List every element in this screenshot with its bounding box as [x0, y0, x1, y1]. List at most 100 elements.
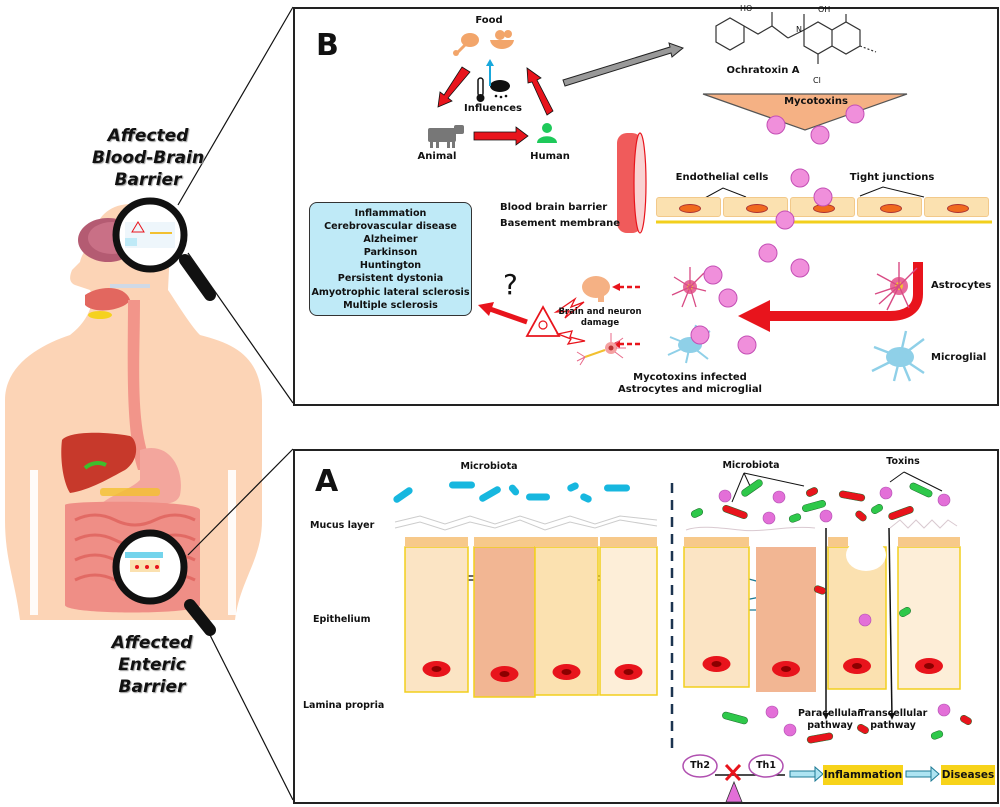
bacterium: [580, 493, 592, 503]
flow-arrow: [789, 765, 824, 783]
mucus-layer-label: Mucus layer: [310, 520, 375, 531]
bacterium: [741, 479, 763, 497]
mycotoxin-particle: [810, 125, 830, 145]
toxin-particle: [858, 613, 872, 627]
endothelial-cells-label: Endothelial cells: [675, 172, 769, 183]
mycotoxin-particle: [737, 335, 757, 355]
lamina-propria-label: Lamina propria: [303, 700, 385, 711]
affected-bbb-label: Affected Blood-Brain Barrier: [88, 125, 208, 191]
influences-label: Influences: [464, 103, 522, 114]
label-line: Affected: [111, 633, 193, 653]
diseases-box-a: Diseases: [941, 765, 995, 785]
fulcrum-icon: [725, 780, 743, 803]
human-person-icon: [537, 123, 557, 143]
disease-item: Inflammation: [354, 208, 427, 219]
microvilli-brush-border: [684, 537, 749, 547]
mycotoxin-particle: [690, 325, 710, 345]
bacterium: [722, 505, 748, 519]
panel-a-letter: A: [315, 464, 339, 499]
food-label: Food: [475, 15, 503, 26]
bacterium: [888, 506, 914, 520]
rain-cloud-icon: [490, 80, 510, 99]
astrocytes-label: Astrocytes: [931, 280, 992, 291]
bacterium: [857, 724, 869, 734]
disease-item: Persistent dystonia: [337, 273, 444, 285]
bacterium: [871, 504, 883, 514]
th2-ellipse: [682, 754, 718, 778]
disease-item: Cerebrovascular disease: [324, 221, 457, 233]
nucleus-core: [499, 671, 510, 677]
stomach-icon: [100, 448, 181, 505]
infected-astrocyte-icon: [671, 267, 707, 308]
cell-nucleus: [746, 204, 768, 213]
transcellular-arrow: [888, 527, 893, 719]
basement-membrane-label: Basement membrane: [500, 218, 621, 229]
microvilli-brush-border: [898, 537, 960, 547]
bacterium: [802, 500, 826, 512]
endothelial-cells: [656, 197, 992, 217]
disease-item: Parkinson: [363, 247, 418, 259]
th2-label: Th2: [690, 760, 710, 771]
th-balance: [682, 754, 785, 803]
th1-label: Th1: [756, 760, 776, 771]
damaged-cell-region: [846, 539, 886, 571]
nucleus-core: [781, 666, 791, 672]
astrocyte-legend-icon: [874, 262, 918, 311]
label-line: Barrier: [118, 677, 186, 697]
mycotoxin-particle: [813, 187, 833, 207]
toxin-particle: [718, 489, 732, 503]
microvilli-brush-border: [474, 537, 535, 547]
mucus-layer-left: [394, 515, 658, 525]
tight-junctions-label: Tight junctions: [849, 172, 935, 183]
label-arrows: [702, 186, 925, 200]
brain-damage-icon: [582, 276, 610, 302]
paracellular-label: Paracellular pathway: [798, 708, 862, 732]
chem-n: N: [796, 25, 802, 34]
mucus-layer-right: [685, 526, 816, 532]
microvilli-brush-border: [405, 537, 468, 547]
animal-cow-icon: [428, 125, 464, 148]
food-icon: [453, 30, 514, 56]
label-line: pathway: [870, 720, 916, 731]
bacterium: [690, 508, 704, 518]
microvilli-brush-border: [535, 537, 598, 547]
nucleus-core: [711, 661, 722, 667]
microbiota-left-label: Microbiota: [460, 461, 518, 472]
red-arrow-to-diseases: [489, 306, 528, 325]
toxin-particle: [879, 486, 893, 500]
label-line: Affected: [107, 126, 189, 146]
human-label: Human: [530, 151, 570, 162]
toxin-particle: [937, 703, 951, 717]
microvilli-brush-border: [600, 537, 657, 547]
mycotoxins-label: Mycotoxins: [784, 96, 848, 107]
microglia-legend-icon: [871, 330, 925, 382]
label-line: Barrier: [114, 170, 182, 190]
flow-arrow: [905, 765, 940, 783]
mycotoxin-particle: [775, 210, 795, 230]
endothelial-cell: [723, 197, 788, 217]
mycotoxin-particle: [845, 104, 865, 124]
bacterium: [604, 484, 630, 492]
bacterium: [393, 487, 413, 503]
toxin-particle: [937, 493, 951, 507]
bacterium: [788, 513, 802, 523]
bacterium: [960, 715, 972, 725]
infected-cells-label: Mycotoxins infected Astrocytes and micro…: [618, 372, 762, 396]
connector-line: [187, 252, 294, 404]
bbb-label: Blood brain barrier: [500, 202, 608, 213]
toxin-particle: [819, 509, 833, 523]
animal-label: Animal: [417, 151, 457, 162]
lightning-icon: [553, 297, 586, 345]
disease-item: Huntington: [359, 260, 422, 272]
th1-ellipse: [748, 754, 784, 778]
bacterium: [813, 585, 827, 595]
bacterium: [930, 730, 944, 740]
nucleus-core: [561, 669, 572, 675]
label-line: Mycotoxins infected: [633, 372, 747, 383]
chem-ho: HO: [740, 4, 753, 13]
mycotoxin-particle: [718, 288, 738, 308]
